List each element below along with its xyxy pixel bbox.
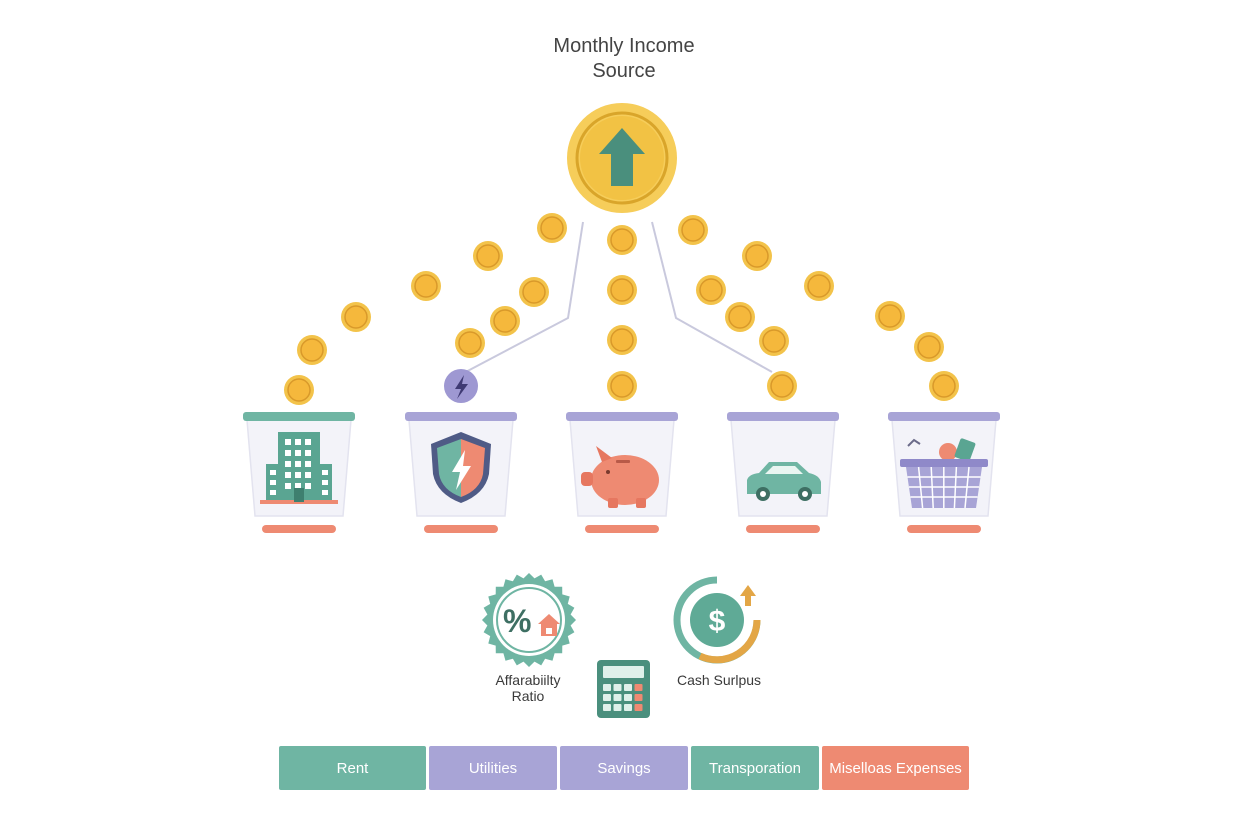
- bucket-base-bar: [262, 525, 336, 533]
- affordability-label-line-2: Ratio: [511, 688, 545, 704]
- affordability-label-line-1: Affarabiilty: [495, 672, 561, 688]
- calculator-icon: [597, 660, 650, 718]
- svg-text:$: $: [709, 605, 726, 638]
- piggy-bank-icon: [581, 446, 659, 508]
- title-line-1: Monthly Income: [553, 35, 695, 57]
- coin-icon: [759, 326, 789, 356]
- legend-utilities-label: Utilities: [468, 759, 518, 777]
- coin-icon: [297, 335, 327, 365]
- affordability-ratio-badge-icon: %: [482, 573, 576, 667]
- coin-icon: [804, 271, 834, 301]
- coin-icon: [411, 271, 441, 301]
- legend-transportation: Transporation: [691, 746, 819, 790]
- coin-icon: [607, 275, 637, 305]
- bucket-base-bar: [907, 525, 981, 533]
- legend-miscellaneous: Miselloas Expenses: [822, 746, 969, 790]
- coin-icon: [284, 375, 314, 405]
- bucket-3: [566, 412, 678, 533]
- coin-icon: [519, 277, 549, 307]
- building-icon: [260, 432, 338, 504]
- legend-rent: Rent: [279, 746, 426, 790]
- title-line-2: Source: [592, 60, 656, 82]
- cash-surplus-label: Cash Surlpus: [676, 672, 762, 688]
- svg-text:%: %: [503, 603, 531, 639]
- coin-icon: [742, 241, 772, 271]
- income-source-coin-icon: [567, 103, 677, 213]
- coin-icon: [725, 302, 755, 332]
- legend-rent-label: Rent: [336, 759, 369, 777]
- legend-utilities: Utilities: [429, 746, 557, 790]
- coin-icon: [341, 302, 371, 332]
- bucket-base-bar: [585, 525, 659, 533]
- coin-icon: [696, 275, 726, 305]
- affordability-ratio-label: Affarabiilty Ratio: [478, 672, 578, 704]
- car-icon: [747, 462, 821, 501]
- flow-line-transport: [651, 221, 773, 373]
- coin-icon: [767, 371, 797, 401]
- flow-line-utilities: [459, 221, 584, 376]
- legend-transportation-label: Transporation: [709, 759, 801, 777]
- bucket-base-bar: [746, 525, 820, 533]
- lightning-badge-icon: [444, 369, 478, 403]
- cash-surplus-icon: $: [673, 576, 761, 664]
- coin-icon: [607, 371, 637, 401]
- legend-miscellaneous-label: Miselloas Expenses: [829, 759, 962, 777]
- bucket-2: [405, 412, 517, 533]
- bucket-1: [243, 412, 355, 533]
- bucket-4: [727, 412, 839, 533]
- coin-icon: [490, 306, 520, 336]
- expense-buckets: [243, 412, 1000, 533]
- coin-icon: [455, 328, 485, 358]
- flow-lines: [459, 221, 773, 376]
- legend-savings-label: Savings: [597, 759, 651, 777]
- bucket-5: [888, 412, 1000, 533]
- coin-icon: [473, 241, 503, 271]
- coin-icon: [607, 325, 637, 355]
- shopping-basket-icon: [900, 438, 988, 509]
- bucket-base-bar: [424, 525, 498, 533]
- coin-icon: [914, 332, 944, 362]
- coin-icon: [607, 225, 637, 255]
- shield-lightning-icon: [431, 432, 491, 503]
- coin-icon: [678, 215, 708, 245]
- coin-icon: [537, 213, 567, 243]
- coin-icon: [929, 371, 959, 401]
- diagram-title: Monthly Income Source: [474, 34, 774, 84]
- legend-savings: Savings: [560, 746, 688, 790]
- coin-icon: [875, 301, 905, 331]
